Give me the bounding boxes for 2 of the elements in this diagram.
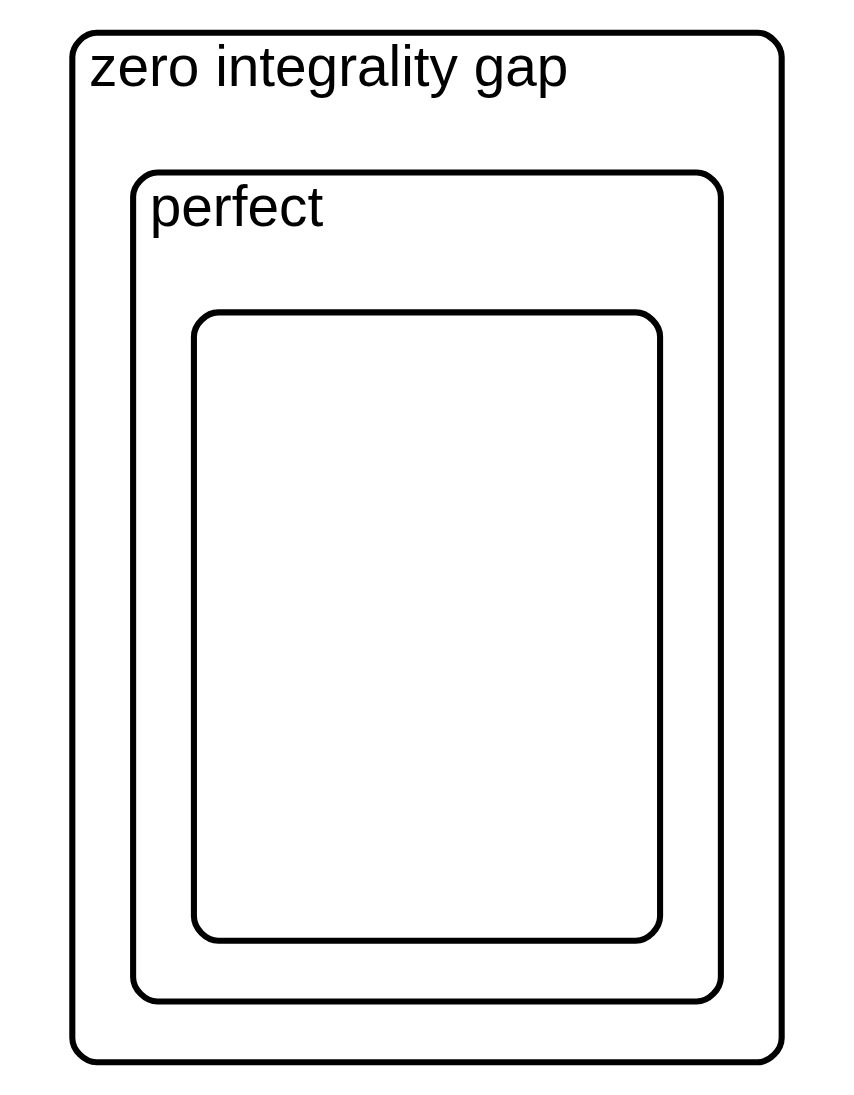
node-box bbox=[190, 309, 664, 944]
cluster: perfect bbox=[130, 169, 724, 1005]
